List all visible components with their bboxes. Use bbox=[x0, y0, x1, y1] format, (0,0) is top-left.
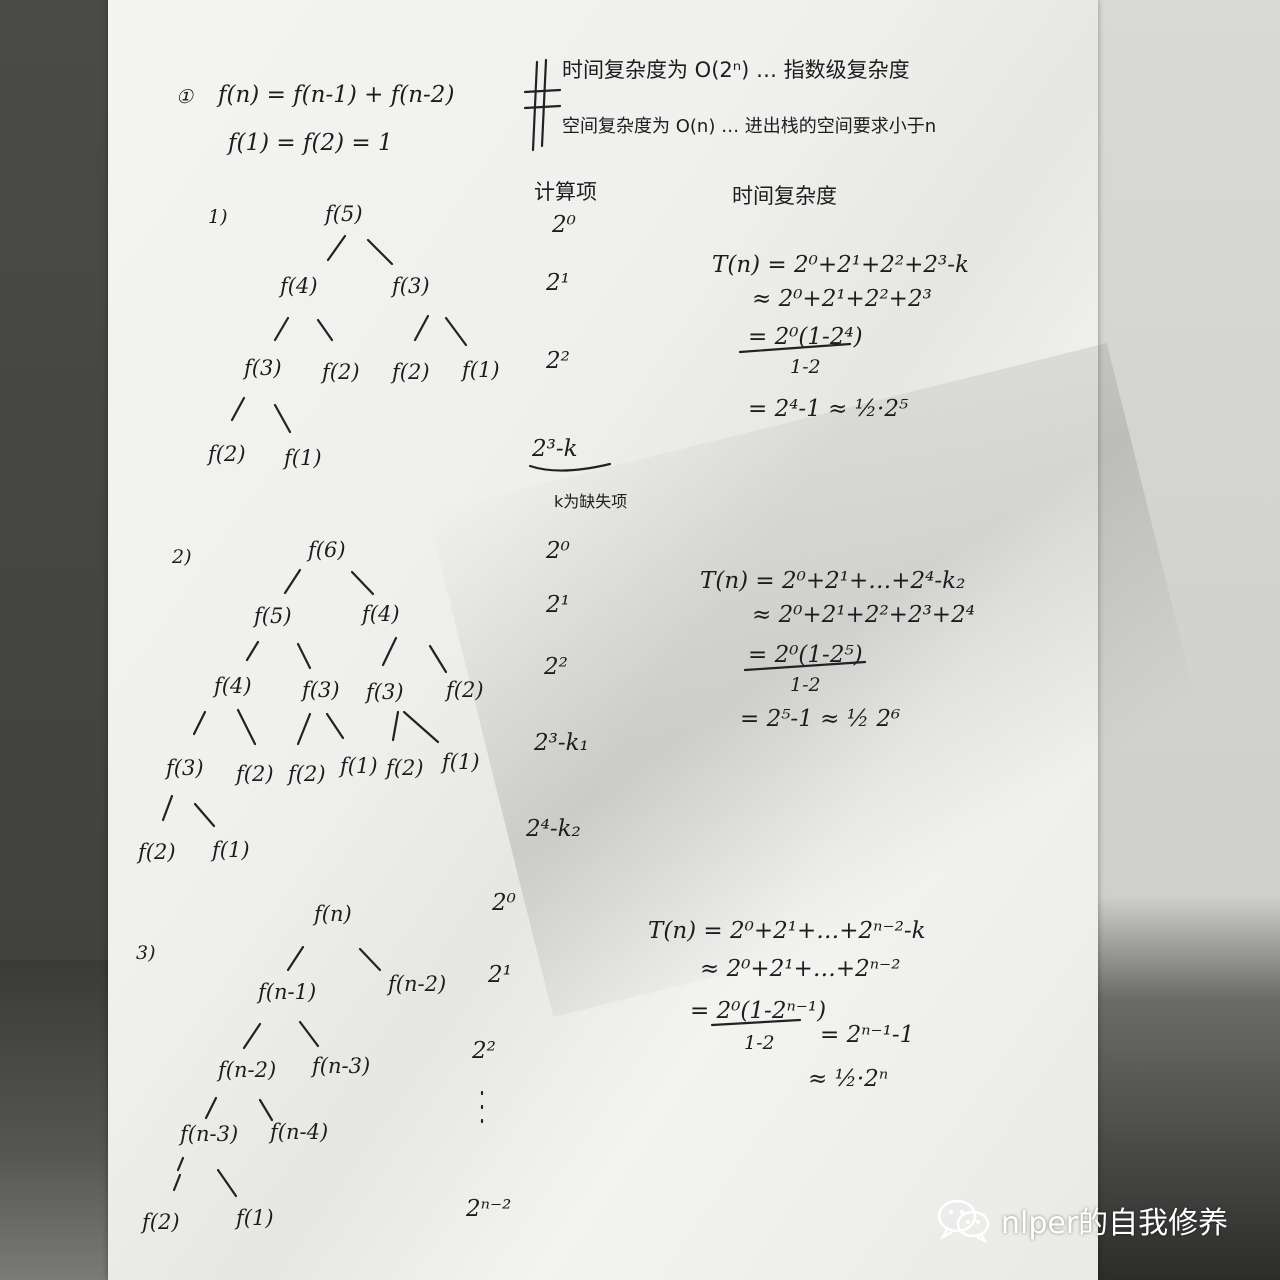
tree1-node: f(2) bbox=[322, 360, 360, 384]
term-value: 2² bbox=[546, 348, 570, 374]
tree2-node: f(3) bbox=[302, 678, 340, 702]
term-value: 2⁴-k₂ bbox=[526, 816, 581, 842]
term-value: 2¹ bbox=[488, 962, 512, 988]
tree1-node: f(1) bbox=[284, 446, 322, 470]
derivation-line: = 2⁵-1 ≈ ½ 2⁶ bbox=[740, 706, 901, 732]
term-value: 2ⁿ⁻² bbox=[466, 1196, 512, 1222]
term-value: 2¹ bbox=[546, 270, 570, 296]
derivation-line: 1-2 bbox=[790, 356, 821, 378]
derivation-line: T(n) = 2⁰+2¹+2²+2³-k bbox=[712, 252, 969, 278]
watermark-text: nlper的自我修养 bbox=[1001, 1206, 1229, 1241]
tree3-node: f(n-1) bbox=[258, 980, 317, 1004]
term-value: 2³-k₁ bbox=[534, 730, 589, 756]
tree2-node: f(5) bbox=[254, 604, 292, 628]
example2-label: 2) bbox=[172, 546, 192, 568]
terms-header: 计算项 bbox=[534, 180, 597, 204]
derivation-line: = 2⁰(1-2ⁿ⁻¹) bbox=[690, 998, 827, 1024]
term-value: 2³-k bbox=[532, 436, 578, 462]
tree2-node: f(2) bbox=[446, 678, 484, 702]
tree3-node: f(n-2) bbox=[218, 1058, 277, 1082]
term-value: 2⁰ bbox=[552, 212, 576, 238]
paper-sheet bbox=[108, 0, 1098, 1280]
derivation-line: 1-2 bbox=[790, 674, 821, 696]
tree2-node: f(2) bbox=[386, 756, 424, 780]
tree2-node: f(1) bbox=[442, 750, 480, 774]
derivation-line: = 2ⁿ⁻¹-1 bbox=[820, 1022, 915, 1048]
wechat-icon bbox=[935, 1197, 993, 1244]
derivation-line: T(n) = 2⁰+2¹+…+2ⁿ⁻²-k bbox=[648, 918, 926, 944]
tree3-node: f(1) bbox=[236, 1206, 274, 1230]
time-complexity-note: 时间复杂度为 O(2ⁿ) … 指数级复杂度 bbox=[562, 58, 910, 82]
derivation-line: ≈ 2⁰+2¹+2²+2³ bbox=[752, 286, 932, 312]
term-value: 2² bbox=[472, 1038, 496, 1064]
term-value: 2² bbox=[544, 654, 568, 680]
derivation-line: 1-2 bbox=[744, 1032, 775, 1054]
tree2-node: f(3) bbox=[366, 680, 404, 704]
space-complexity-note: 空间复杂度为 O(n) … 进出栈的空间要求小于n bbox=[562, 116, 937, 137]
tree2-node: f(3) bbox=[166, 756, 204, 780]
derivation-line: ≈ 2⁰+2¹+…+2ⁿ⁻² bbox=[700, 956, 901, 982]
tree2-node: f(1) bbox=[340, 754, 378, 778]
tree1-node: f(3) bbox=[244, 356, 282, 380]
tree1-node: f(1) bbox=[462, 358, 500, 382]
derivation-line: T(n) = 2⁰+2¹+…+2⁴-k₂ bbox=[700, 568, 966, 594]
tree1-node: f(5) bbox=[325, 202, 363, 226]
tree1-node: f(3) bbox=[392, 274, 430, 298]
base-case: f(1) = f(2) = 1 bbox=[228, 130, 393, 156]
tree2-node: f(4) bbox=[214, 674, 252, 698]
derivation-line: = 2⁴-1 ≈ ½·2⁵ bbox=[748, 396, 909, 422]
term-value: 2⁰ bbox=[546, 538, 570, 564]
derivation-line: = 2⁰(1-2⁴) bbox=[748, 324, 863, 350]
recurrence-formula: f(n) = f(n-1) + f(n-2) bbox=[218, 82, 455, 108]
tree3-node: f(n-4) bbox=[270, 1120, 329, 1144]
tree1-node: f(2) bbox=[392, 360, 430, 384]
tree2-node: f(2) bbox=[288, 762, 326, 786]
tree2-node: f(4) bbox=[362, 602, 400, 626]
tree1-node: f(4) bbox=[280, 274, 318, 298]
tree3-node: f(n-3) bbox=[312, 1054, 371, 1078]
time-complexity-header: 时间复杂度 bbox=[732, 184, 837, 208]
term-value: 2¹ bbox=[546, 592, 570, 618]
derivation-line: = 2⁰(1-2⁵) bbox=[748, 642, 863, 668]
tree2-node: f(2) bbox=[138, 840, 176, 864]
term-value: 2⁰ bbox=[492, 890, 516, 916]
tree2-node: f(6) bbox=[308, 538, 346, 562]
tree2-node: f(1) bbox=[212, 838, 250, 862]
problem-index: ① bbox=[176, 86, 194, 108]
missing-term-note: k为缺失项 bbox=[554, 492, 628, 511]
derivation-line: ≈ 2⁰+2¹+2²+2³+2⁴ bbox=[752, 602, 975, 628]
derivation-line: ≈ ½·2ⁿ bbox=[808, 1066, 889, 1092]
wall-background bbox=[1095, 0, 1280, 1280]
tree3-node: f(n-3) bbox=[180, 1122, 239, 1146]
watermark: nlper的自我修养 bbox=[935, 1197, 1229, 1244]
tree3-node: f(2) bbox=[142, 1210, 180, 1234]
tree2-node: f(2) bbox=[236, 762, 274, 786]
tree3-node: f(n) bbox=[314, 902, 352, 926]
example1-label: 1) bbox=[208, 206, 228, 228]
example3-label: 3) bbox=[136, 942, 156, 964]
tree1-node: f(2) bbox=[208, 442, 246, 466]
tree3-node: f(n-2) bbox=[388, 972, 447, 996]
